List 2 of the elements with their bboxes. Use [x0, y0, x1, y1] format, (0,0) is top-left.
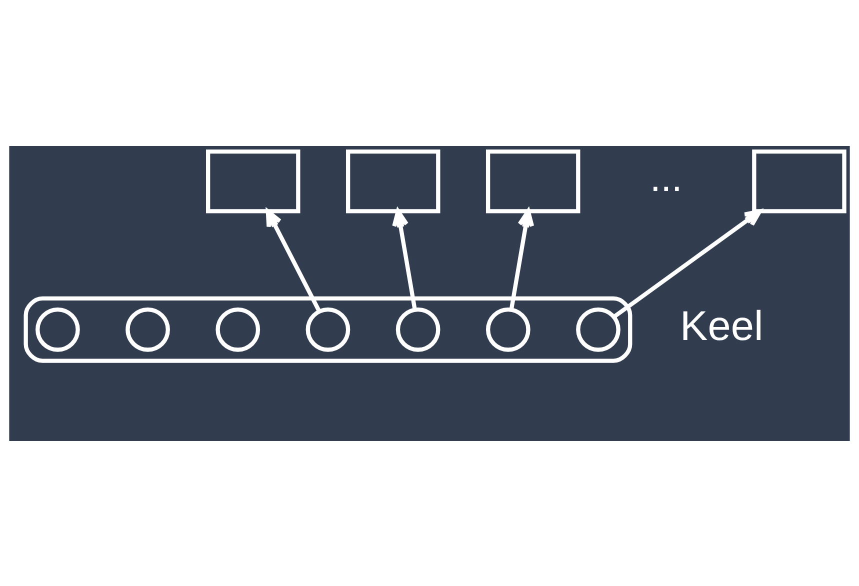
- label: Keel: [680, 302, 764, 349]
- label: ...: [650, 156, 682, 200]
